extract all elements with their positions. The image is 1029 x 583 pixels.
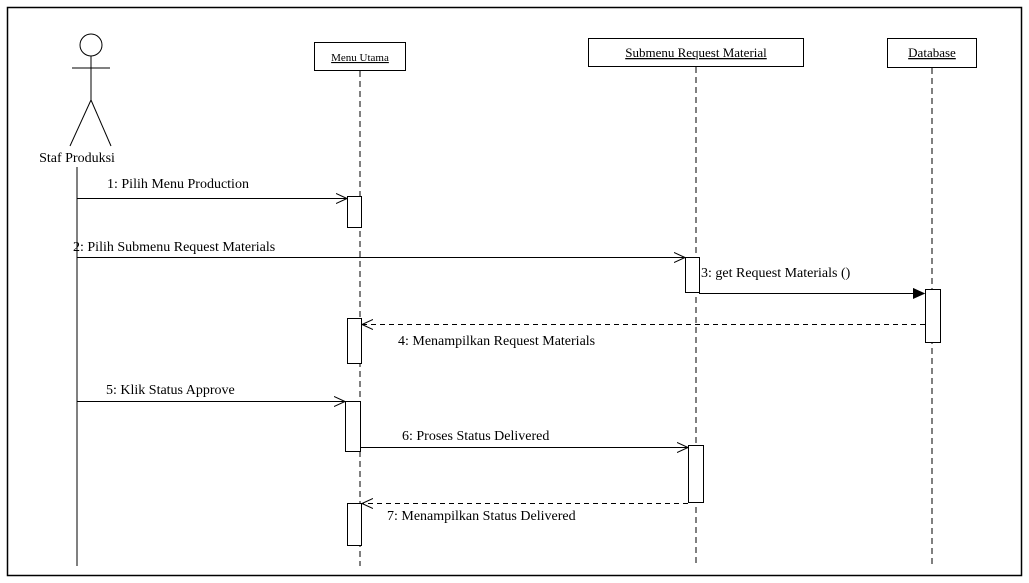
diagram-frame: [6, 6, 1023, 577]
actor-name: Staf Produksi: [39, 151, 115, 166]
object-box: [588, 38, 804, 67]
activation-bar: [345, 401, 361, 452]
actor-right-leg: [90, 99, 112, 147]
message-6: 6: Proses Status Delivered: [361, 429, 688, 448]
object-menu-utama: Menu Utama: [314, 42, 406, 71]
activation-bar: [685, 257, 700, 293]
object-box: [314, 42, 406, 71]
activation-bar: [347, 196, 362, 228]
activation-bar: [688, 445, 704, 503]
message-2: 2: Pilih Submenu Request Materials: [73, 240, 685, 258]
object-label: Menu Utama: [331, 52, 389, 64]
activation-bar: [347, 503, 362, 546]
activation-bar: [925, 289, 941, 343]
message-label: 1: Pilih Menu Production: [107, 177, 249, 192]
message-5: 5: Klik Status Approve: [77, 383, 345, 402]
actor-left-leg: [69, 99, 92, 147]
message-label: 3: get Request Materials (): [701, 266, 851, 281]
actor-head: [79, 33, 103, 57]
object-box: [887, 38, 977, 68]
message-label: 2: Pilih Submenu Request Materials: [73, 240, 275, 255]
message-label: 6: Proses Status Delivered: [402, 429, 549, 444]
message-label: 7: Menampilkan Status Delivered: [387, 509, 576, 524]
object-label: Database: [908, 45, 956, 60]
message-label: 4: Menampilkan Request Materials: [398, 334, 595, 349]
actor-figure: [69, 33, 112, 147]
activation-bar: [347, 318, 362, 364]
message-4: 4: Menampilkan Request Materials: [362, 325, 925, 349]
message-7: 7: Menampilkan Status Delivered: [362, 504, 688, 524]
object-submenu-request-material: Submenu Request Material: [588, 38, 804, 67]
message-3: 3: get Request Materials (): [699, 266, 924, 294]
message-1: 1: Pilih Menu Production: [77, 177, 347, 199]
object-database: Database: [887, 38, 977, 68]
message-label: 5: Klik Status Approve: [106, 383, 235, 398]
object-label: Submenu Request Material: [625, 45, 767, 60]
